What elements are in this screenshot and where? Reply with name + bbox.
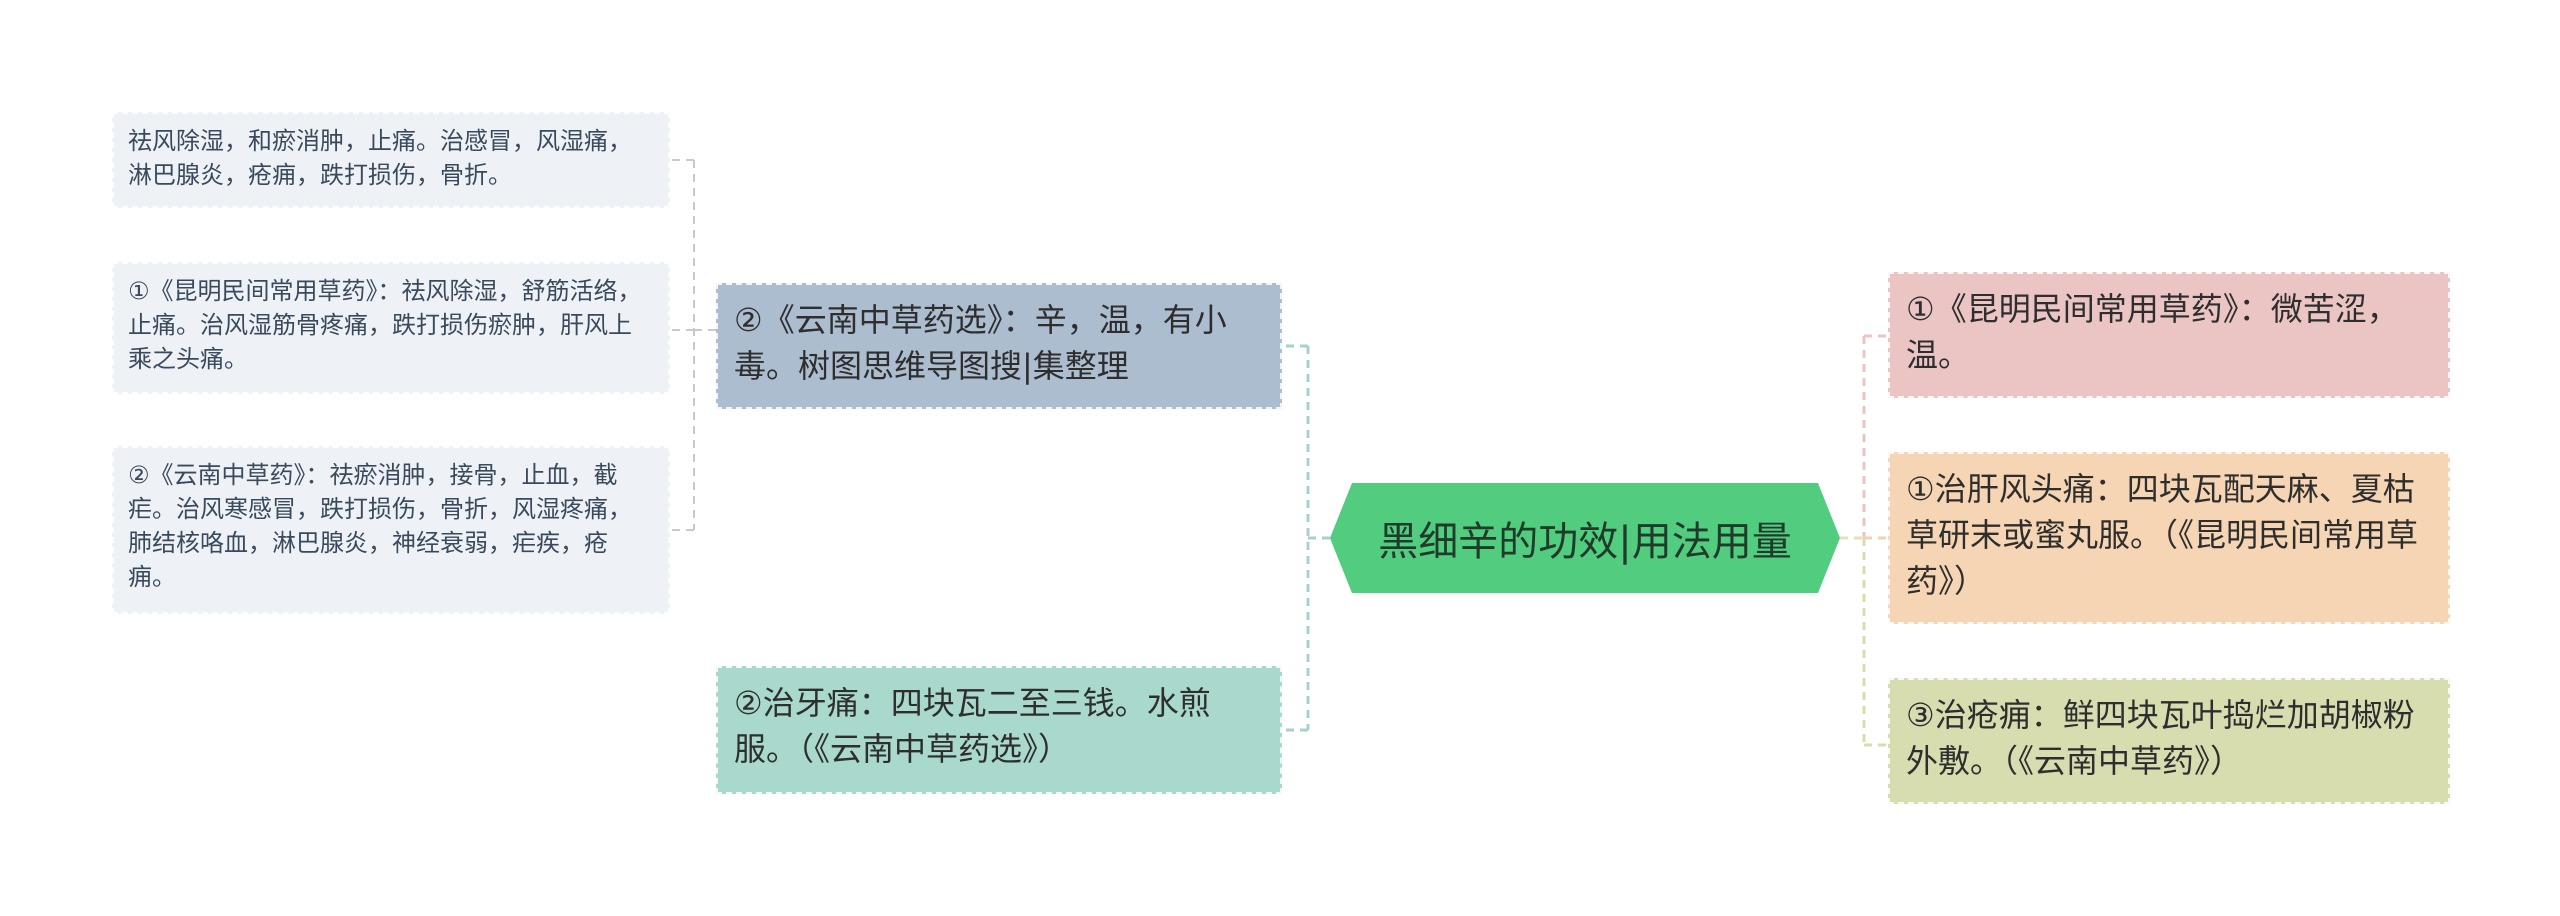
- left-branch-properties-text: ②《云南中草药选》：辛，温，有小毒。树图思维导图搜|集整理: [734, 301, 1227, 385]
- root-hexagon-shape: [1330, 483, 1840, 593]
- right-node-sores[interactable]: ③治疮痈：鲜四块瓦叶捣烂加胡椒粉外敷。（《云南中草药》）: [1888, 678, 2450, 804]
- left-branch-toothache-text: ②治牙痛：四块瓦二至三钱。水煎服。（《云南中草药选》）: [734, 684, 1211, 768]
- root-topic[interactable]: 黑细辛的功效|用法用量: [1330, 483, 1840, 593]
- leaf-effects[interactable]: 祛风除湿，和瘀消肿，止痛。治感冒，风湿痛，淋巴腺炎，疮痈，跌打损伤，骨折。: [112, 112, 670, 208]
- leaf-kunming-effects[interactable]: ①《昆明民间常用草药》：祛风除湿，舒筋活络，止痛。治风湿筋骨疼痛，跌打损伤瘀肿，…: [112, 262, 670, 394]
- left-branch-properties[interactable]: ②《云南中草药选》：辛，温，有小毒。树图思维导图搜|集整理: [716, 283, 1282, 409]
- leaf-effects-text: 祛风除湿，和瘀消肿，止痛。治感冒，风湿痛，淋巴腺炎，疮痈，跌打损伤，骨折。: [128, 127, 632, 189]
- root-topic-label: 黑细辛的功效|用法用量: [1378, 519, 1792, 565]
- right-node-taste[interactable]: ①《昆明民间常用草药》：微苦涩，温。: [1888, 272, 2450, 398]
- left-branch-toothache[interactable]: ②治牙痛：四块瓦二至三钱。水煎服。（《云南中草药选》）: [716, 666, 1282, 794]
- right-node-taste-text: ①《昆明民间常用草药》：微苦涩，温。: [1906, 290, 2399, 374]
- leaf-yunnan-effects-text: ②《云南中草药》：祛瘀消肿，接骨，止血，截疟。治风寒感冒，跌打损伤，骨折，风湿疼…: [128, 461, 632, 591]
- leaf-yunnan-effects[interactable]: ②《云南中草药》：祛瘀消肿，接骨，止血，截疟。治风寒感冒，跌打损伤，骨折，风湿疼…: [112, 446, 670, 614]
- leaf-kunming-effects-text: ①《昆明民间常用草药》：祛风除湿，舒筋活络，止痛。治风湿筋骨疼痛，跌打损伤瘀肿，…: [128, 277, 642, 373]
- right-node-sores-text: ③治疮痈：鲜四块瓦叶捣烂加胡椒粉外敷。（《云南中草药》）: [1906, 696, 2415, 780]
- right-node-headache[interactable]: ①治肝风头痛：四块瓦配天麻、夏枯草研末或蜜丸服。（《昆明民间常用草药》）: [1888, 452, 2450, 624]
- right-node-headache-text: ①治肝风头痛：四块瓦配天麻、夏枯草研末或蜜丸服。（《昆明民间常用草药》）: [1906, 470, 2419, 600]
